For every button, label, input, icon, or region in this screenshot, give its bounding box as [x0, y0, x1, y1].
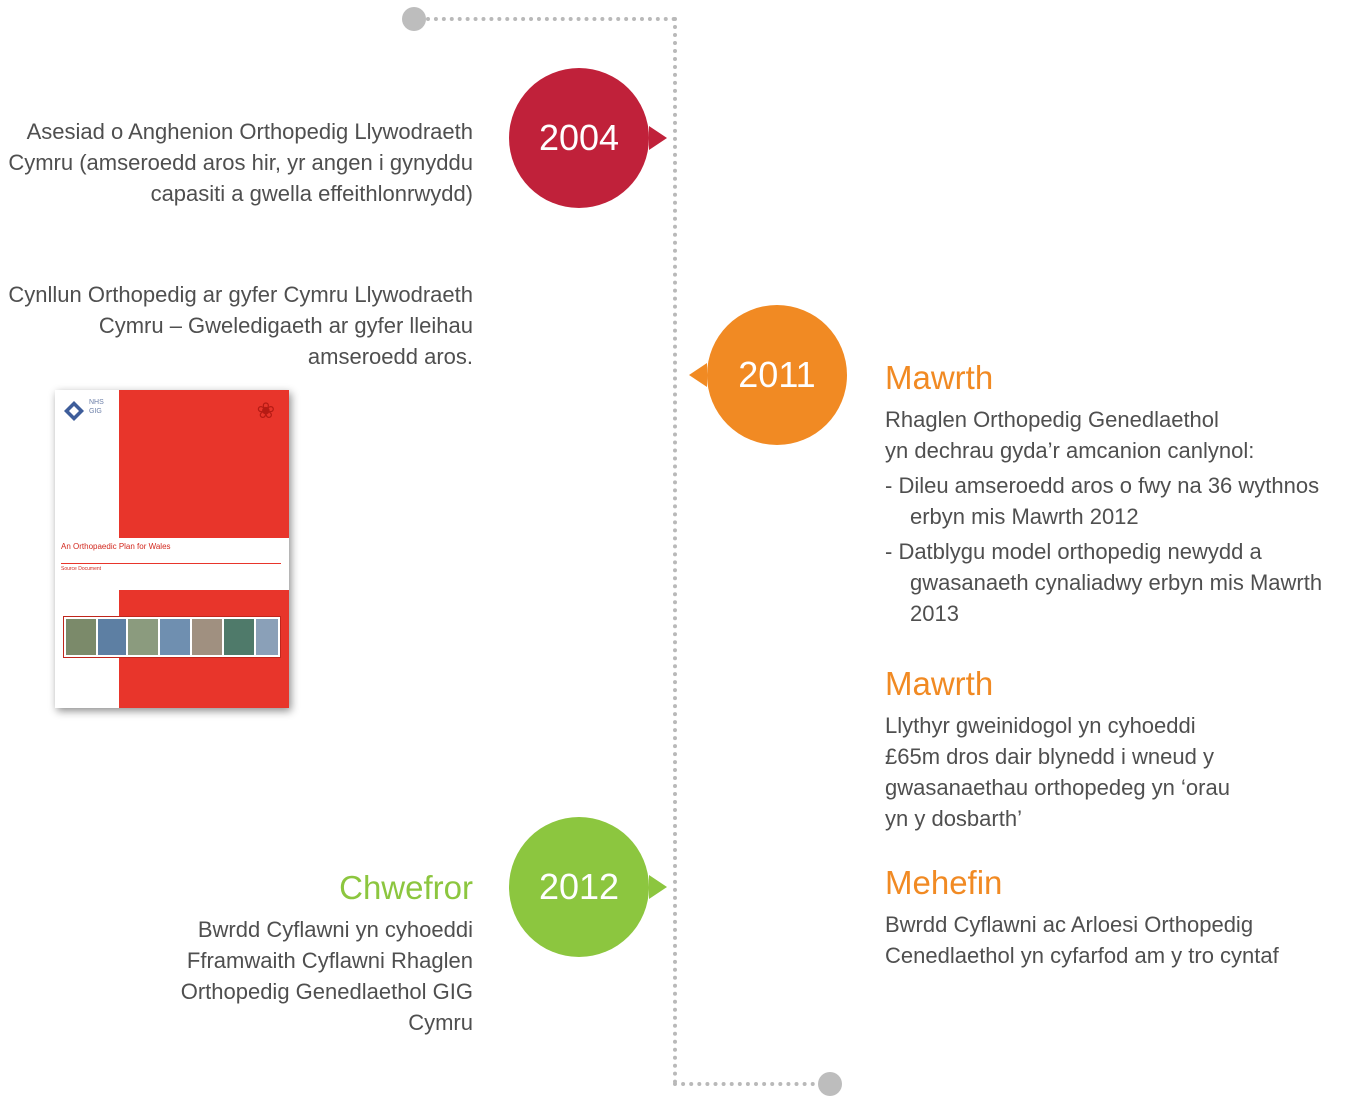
month-heading-chwefror: Chwefror — [339, 869, 473, 906]
entry-march-funding: Mawrth Llythyr gweinidogol yn cyhoeddi £… — [885, 664, 1255, 834]
cover-divider — [61, 563, 281, 564]
nhs-logo-icon — [64, 401, 84, 421]
objectives-list: - Dileu amseroedd aros o fwy na 36 wythn… — [885, 470, 1330, 629]
orthopaedic-plan-cover-image: NHS GIG ❀ An Orthopaedic Plan for Wales … — [55, 390, 289, 708]
cover-title: An Orthopaedic Plan for Wales — [61, 542, 171, 551]
march-intro-line-2: yn dechrau gyda’r amcanion canlynol: — [885, 438, 1255, 463]
year-label-2011: 2011 — [738, 354, 816, 395]
cover-photo-strip — [63, 616, 281, 658]
entry-2004-needs-assessment: Asesiad o Anghenion Orthopedig Llywodrae… — [8, 119, 473, 206]
cover-subtitle: Source Document — [61, 566, 102, 572]
entry-2011-march: Mawrth Rhaglen Orthopedig Genedlaethol y… — [885, 358, 1355, 629]
year-bubble-2004: 2004 — [509, 68, 667, 208]
timeline-end-dot — [818, 1072, 842, 1096]
year-label-2004: 2004 — [538, 117, 620, 158]
month-heading-mawrth-1: Mawrth — [885, 359, 994, 396]
month-heading-mawrth-2: Mawrth — [885, 665, 994, 702]
entry-orthopaedic-plan: Cynllun Orthopedig ar gyfer Cymru Llywod… — [8, 282, 473, 369]
june-board-text: Bwrdd Cyflawni ac Arloesi Orthopedig Cen… — [885, 912, 1279, 968]
year-label-2012: 2012 — [538, 866, 620, 907]
timeline-bottom-segment — [673, 1082, 823, 1086]
entry-february-text: Bwrdd Cyflawni yn cyhoeddi Fframwaith Cy… — [180, 917, 473, 1035]
bubble-pointer — [649, 126, 667, 150]
year-bubble-2011: 2011 — [689, 305, 847, 445]
entry-2012-february: Chwefror Bwrdd Cyflawni yn cyhoeddi Ffra… — [0, 868, 473, 1038]
bubble-pointer — [689, 363, 707, 387]
march-intro-line-1: Rhaglen Orthopedig Genedlaethol — [885, 407, 1219, 432]
timeline-top-segment — [426, 17, 676, 21]
entry-june-board: Mehefin Bwrdd Cyflawni ac Arloesi Orthop… — [885, 863, 1365, 971]
bubble-pointer — [649, 875, 667, 899]
objective-item: - Datblygu model orthopedig newydd a gwa… — [885, 539, 1323, 626]
timeline-start-dot — [402, 7, 426, 31]
year-bubble-2012: 2012 — [509, 817, 667, 957]
march-funding-text: Llythyr gweinidogol yn cyhoeddi £65m dro… — [885, 713, 1230, 831]
objective-item: - Dileu amseroedd aros o fwy na 36 wythn… — [885, 473, 1320, 529]
month-heading-mehefin: Mehefin — [885, 864, 1003, 901]
cover-title-band — [55, 538, 289, 590]
timeline-vertical-line — [673, 17, 677, 1085]
welsh-dragon-icon: ❀ — [256, 398, 275, 423]
cover-logo-text: NHS GIG — [89, 399, 104, 415]
